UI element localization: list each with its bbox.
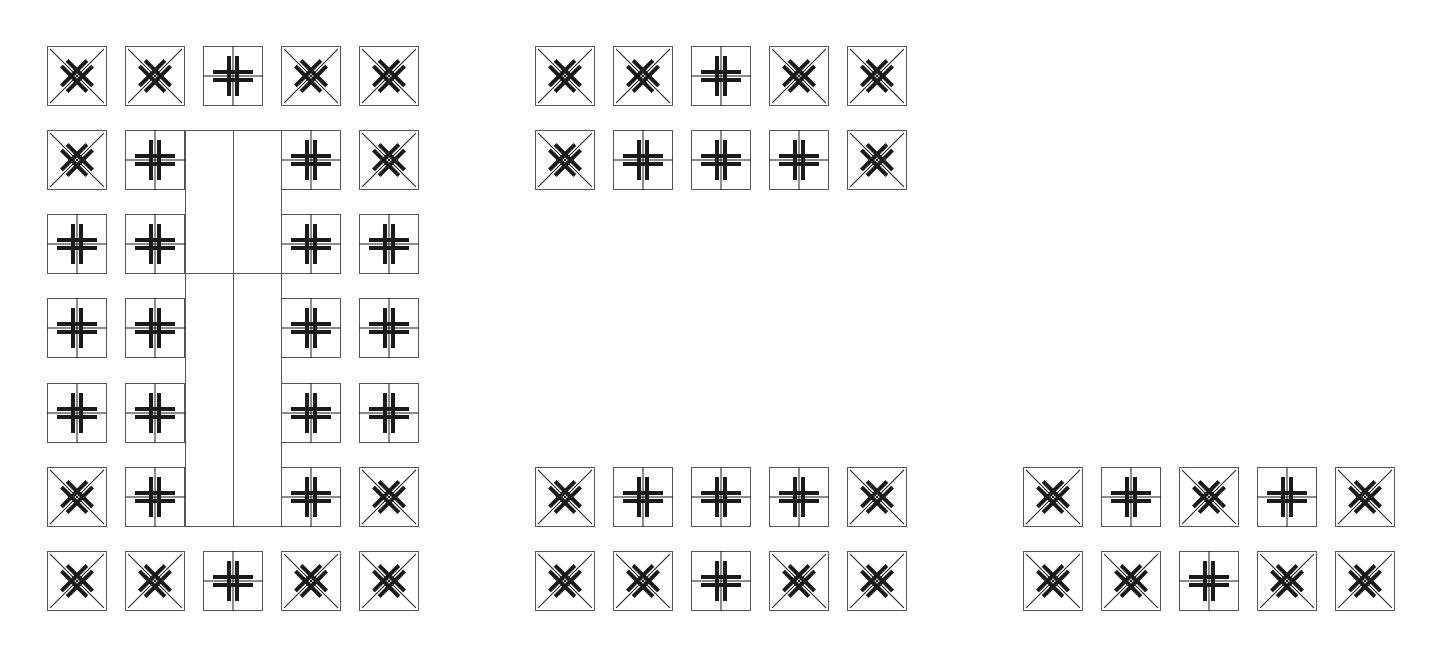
x-cross-icon <box>1257 551 1317 611</box>
x-cross-icon <box>125 46 185 106</box>
x-cross-icon <box>847 130 907 190</box>
plus-cross-icon <box>769 130 829 190</box>
plus-cross-icon <box>359 214 419 274</box>
plus-cross-icon <box>359 298 419 358</box>
x-cross-icon <box>769 551 829 611</box>
x-cross-icon <box>613 46 673 106</box>
plus-cross-icon <box>281 214 341 274</box>
x-cross-icon <box>47 46 107 106</box>
plus-cross-icon <box>281 130 341 190</box>
center-frame <box>185 130 282 527</box>
plus-cross-icon <box>203 46 263 106</box>
x-cross-icon <box>281 46 341 106</box>
plus-cross-icon <box>281 298 341 358</box>
x-cross-icon <box>769 46 829 106</box>
x-cross-icon <box>281 551 341 611</box>
group-a <box>47 46 419 611</box>
plus-cross-icon <box>691 467 751 527</box>
plus-cross-icon <box>47 214 107 274</box>
plus-cross-icon <box>281 467 341 527</box>
x-cross-icon <box>535 46 595 106</box>
plus-cross-icon <box>47 383 107 443</box>
plus-cross-icon <box>1101 467 1161 527</box>
plus-cross-icon <box>125 298 185 358</box>
plus-cross-icon <box>281 383 341 443</box>
x-cross-icon <box>847 551 907 611</box>
plus-cross-icon <box>1179 551 1239 611</box>
x-cross-icon <box>359 467 419 527</box>
x-cross-icon <box>1023 467 1083 527</box>
plus-cross-icon <box>125 130 185 190</box>
x-cross-icon <box>47 551 107 611</box>
plus-cross-icon <box>47 298 107 358</box>
plus-cross-icon <box>613 467 673 527</box>
x-cross-icon <box>535 551 595 611</box>
x-cross-icon <box>47 467 107 527</box>
x-cross-icon <box>359 551 419 611</box>
plus-cross-icon <box>691 46 751 106</box>
x-cross-icon <box>613 551 673 611</box>
x-cross-icon <box>1023 551 1083 611</box>
plus-cross-icon <box>203 551 263 611</box>
x-cross-icon <box>535 467 595 527</box>
x-cross-icon <box>1179 467 1239 527</box>
x-cross-icon <box>847 467 907 527</box>
x-cross-icon <box>47 130 107 190</box>
group-b-top <box>535 46 907 190</box>
x-cross-icon <box>125 551 185 611</box>
plus-cross-icon <box>769 467 829 527</box>
x-cross-icon <box>1101 551 1161 611</box>
x-cross-icon <box>359 130 419 190</box>
plus-cross-icon <box>613 130 673 190</box>
plus-cross-icon <box>125 214 185 274</box>
plus-cross-icon <box>1257 467 1317 527</box>
plus-cross-icon <box>691 130 751 190</box>
x-cross-icon <box>1335 467 1395 527</box>
group-b-bottom <box>535 467 907 611</box>
plus-cross-icon <box>359 383 419 443</box>
x-cross-icon <box>847 46 907 106</box>
x-cross-icon <box>359 46 419 106</box>
x-cross-icon <box>1335 551 1395 611</box>
group-c-bottom <box>1023 467 1395 611</box>
plus-cross-icon <box>691 551 751 611</box>
x-cross-icon <box>535 130 595 190</box>
plus-cross-icon <box>125 467 185 527</box>
plus-cross-icon <box>125 383 185 443</box>
